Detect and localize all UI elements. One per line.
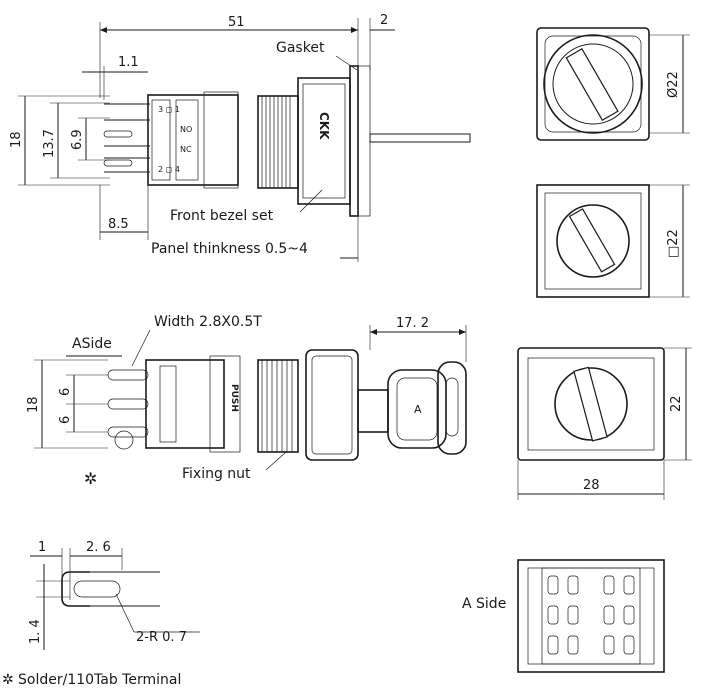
front-view-round: Ø22 [536, 27, 690, 141]
front-view-square: □22 [536, 184, 690, 298]
side-view-top: 51 2 1.1 18 13.7 6.9 8.5 [9, 13, 471, 262]
dim-rect-28: 28 [583, 478, 600, 493]
dim-17-2: 17. 2 [396, 316, 429, 331]
a-side-view: A Side [462, 559, 665, 673]
dim-13-7: 13.7 [42, 129, 57, 158]
dim-2: 2 [380, 13, 388, 28]
svg-text:NC: NC [180, 145, 192, 154]
dim-tab-2-6: 2. 6 [86, 540, 111, 555]
dim-8-5: 8.5 [108, 217, 129, 232]
dim-51: 51 [228, 15, 245, 30]
dim-tab-radius: 2-R 0. 7 [136, 630, 187, 645]
dim-18-side: 18 [26, 396, 41, 413]
asterisk-mark: ✲ [84, 469, 97, 488]
note-asterisk: ✲ [2, 672, 14, 688]
dim-18-top: 18 [9, 131, 24, 148]
label-gasket: Gasket [276, 40, 325, 56]
dim-6-9: 6.9 [70, 129, 85, 150]
label-aside-top: ASide [72, 336, 112, 352]
dim-dia-22: Ø22 [666, 71, 681, 98]
dim-tab-1-4: 1. 4 [28, 619, 43, 644]
svg-text:3 ◻ 1: 3 ◻ 1 [158, 105, 180, 114]
front-view-rect: 22 28 [517, 347, 692, 500]
label-width-spec: Width 2.8X0.5T [154, 314, 262, 330]
dim-6-a: 6 [58, 388, 73, 396]
svg-text:2 ◻ 4: 2 ◻ 4 [158, 165, 180, 174]
dim-1-1: 1.1 [118, 55, 139, 70]
svg-text:NO: NO [180, 125, 192, 134]
label-a-side: A Side [462, 596, 506, 612]
side-view-key: Width 2.8X0.5T ASide 18 6 6 ✲ PUSH [26, 314, 467, 488]
note-solder-tab: Solder/110Tab Terminal [18, 672, 181, 688]
svg-text:CKK: CKK [317, 112, 331, 140]
label-fixing-nut: Fixing nut [182, 466, 251, 482]
dim-rect-22: 22 [669, 395, 684, 412]
dim-6-b: 6 [58, 416, 73, 424]
label-push: PUSH [229, 384, 239, 412]
dim-sq-22: □22 [666, 229, 681, 258]
label-panel-thickness: Panel thinkness 0.5~4 [151, 241, 308, 257]
dim-tab-1: 1 [38, 540, 46, 555]
tab-detail: 1 2. 6 1. 4 2-R 0. 7 ✲ Solder/110Tab Ter… [2, 540, 200, 688]
key-letter: A [414, 403, 422, 416]
label-front-bezel: Front bezel set [170, 208, 274, 224]
